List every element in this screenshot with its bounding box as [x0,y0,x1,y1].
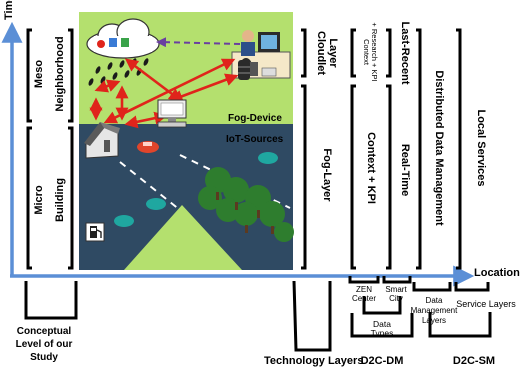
iot-sources-label: IoT-Sources [226,134,284,145]
context-research-line2: + Research + KPI [370,22,379,81]
smart-city-line1: Smart [385,285,407,294]
data-mgmt-line2: Management [411,306,458,315]
tree-row [198,167,294,242]
conceptual-label-line2: Level of our [16,339,73,350]
cloud-link-arrow [156,37,241,48]
conceptual-label-line1: Conceptual [17,326,72,337]
cloudlet-label-line2: Layer [327,38,339,68]
server-icon [238,60,250,80]
fog-layer-label: Fog-Layer [321,148,333,202]
cloudlet-bracket [301,28,307,78]
smart-city-line2: City [389,294,403,303]
data-mgmt-line1: Data [426,296,443,305]
context-research-bracket [350,28,356,78]
x-axis-label: Location [474,267,520,279]
data-types-line1: Data [373,319,391,329]
data-mgmt-bracket [412,282,452,292]
fog-device-computer-icon [157,99,187,128]
building-bracket [68,126,74,270]
d2c-sm-bracket [428,312,492,338]
distributed-bracket [416,28,422,270]
building-label: Building [54,178,66,222]
fog-scene: Fog-Device IoT-Sources [79,12,294,270]
context-kpi-bracket [350,84,356,270]
micro-label: Micro [33,185,45,215]
car-icon-teal-3 [258,152,278,164]
zen-center-line2: Center [352,294,376,303]
context-kpi-label: Context + KPI [365,132,377,204]
neighborhood-bracket [68,28,74,123]
d2c-sm-footer: D2C-SM [453,355,495,367]
real-time-bracket [386,84,392,270]
road-area [79,124,293,270]
zen-bottom-bracket [348,276,380,284]
technology-footer: Technology Layers [264,355,363,367]
technology-bottom-bracket [292,280,332,352]
house-icon [84,122,120,159]
context-research-line1: Context [362,39,371,66]
local-services-bracket [456,28,462,270]
d2c-dm-bracket [350,313,414,338]
car-icon-red [137,141,159,153]
conceptual-label-line3: Study [30,352,58,363]
fog-layer-bracket [301,84,307,270]
last-recent-label: Last-Recent [399,22,411,85]
real-time-label: Real-Time [399,144,411,196]
data-types-bracket [362,296,402,315]
car-icon-teal-2 [114,215,134,227]
smart-city-bottom-bracket [382,276,412,284]
service-layers-label: Service Layers [456,299,516,309]
car-icon-teal-1 [146,198,166,210]
neighborhood-label: Neighborhood [54,36,66,111]
fuel-pump-icon [85,222,105,242]
brackets [24,28,492,352]
meso-bracket [26,28,32,123]
micro-bracket [26,126,32,270]
communication-arrows [89,58,239,129]
axes: Time Location [1,0,520,287]
last-recent-bracket [386,28,392,78]
y-axis-label: Time [3,0,15,20]
d2c-dm-footer: D2C-DM [361,355,404,367]
distributed-label: Distributed Data Management [433,70,445,226]
service-bracket [454,282,490,292]
zen-center-line1: ZEN [356,285,372,294]
cloud-icon [86,18,160,59]
data-types-line2: Types [371,328,394,338]
meso-label: Meso [33,60,45,88]
cloudlet-label-line1: Cloudlet [315,31,327,75]
data-mgmt-line3: Layers [422,316,446,325]
local-services-label: Local Services [475,109,487,186]
fog-device-label: Fog-Device [228,113,282,124]
conceptual-bracket [24,281,78,320]
